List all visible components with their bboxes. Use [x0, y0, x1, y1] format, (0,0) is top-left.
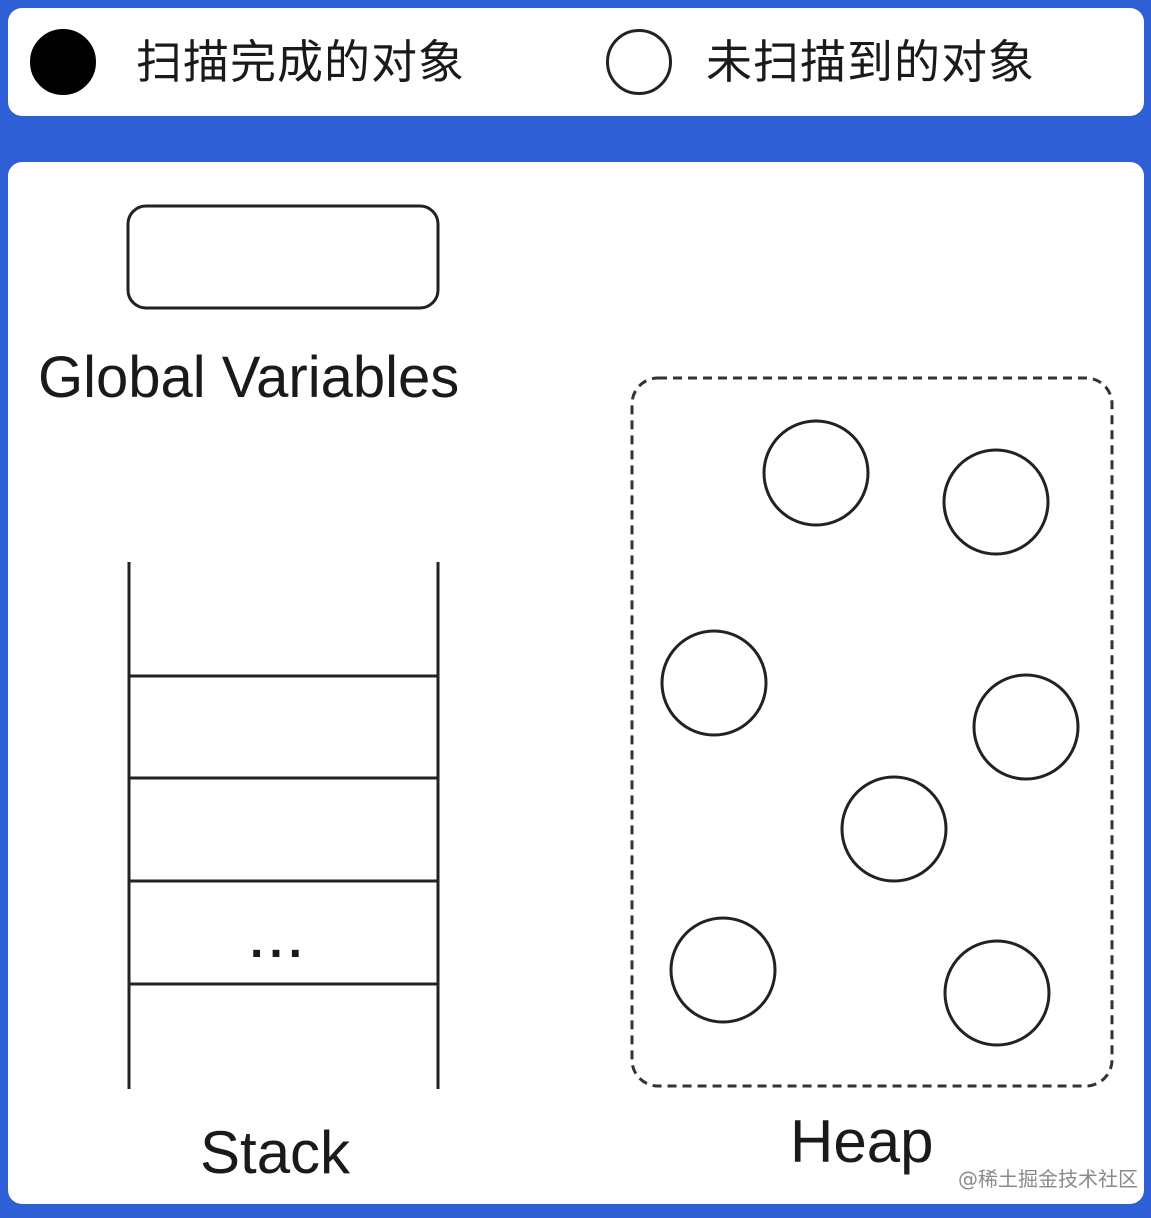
watermark: @稀土掘金技术社区: [958, 1167, 1138, 1191]
stack: [127, 562, 440, 1089]
legend-item-scanned: 扫描完成的对象: [30, 8, 465, 116]
heap-label: Heap: [790, 1108, 933, 1175]
diagram-canvas: Global Variables ... Stack Heap @稀土掘金技术社…: [38, 204, 1138, 1191]
hollow-circle-icon: [606, 29, 672, 95]
heap-object: [660, 629, 768, 737]
legend-label-scanned: 扫描完成的对象: [136, 35, 465, 89]
global-variables-label: Global Variables: [38, 345, 459, 410]
filled-circle-icon: [30, 29, 96, 95]
diagram-panel: Global Variables ... Stack Heap @稀土掘金技术社…: [8, 162, 1144, 1204]
stack-label: Stack: [200, 1119, 351, 1186]
heap-object: [972, 673, 1080, 781]
legend-item-unscanned: 未扫描到的对象: [606, 8, 1035, 116]
heap-boundary: [630, 376, 1114, 1088]
heap-object: [669, 916, 777, 1024]
heap-object: [942, 448, 1050, 556]
heap-object: [840, 775, 948, 883]
legend-label-unscanned: 未扫描到的对象: [706, 35, 1035, 89]
global-variables-box: [126, 204, 440, 310]
heap-objects: [660, 419, 1080, 1047]
legend-panel: 扫描完成的对象 未扫描到的对象: [8, 8, 1144, 116]
stack-ellipsis: ...: [250, 915, 308, 968]
heap-object: [762, 419, 870, 527]
heap-object: [943, 939, 1051, 1047]
